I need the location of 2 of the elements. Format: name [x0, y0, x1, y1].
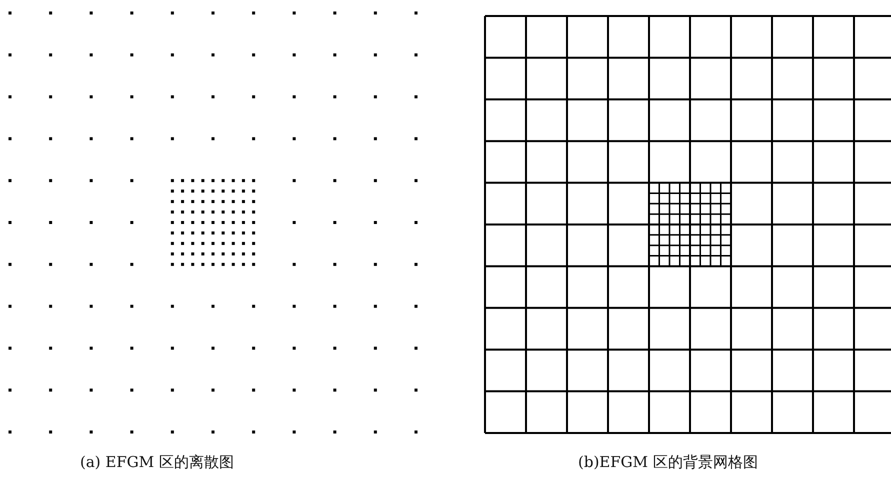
figure-caption: (b)EFGM 区的背景网格图: [578, 453, 758, 472]
figure-caption: (a) EFGM 区的离散图: [80, 453, 234, 472]
